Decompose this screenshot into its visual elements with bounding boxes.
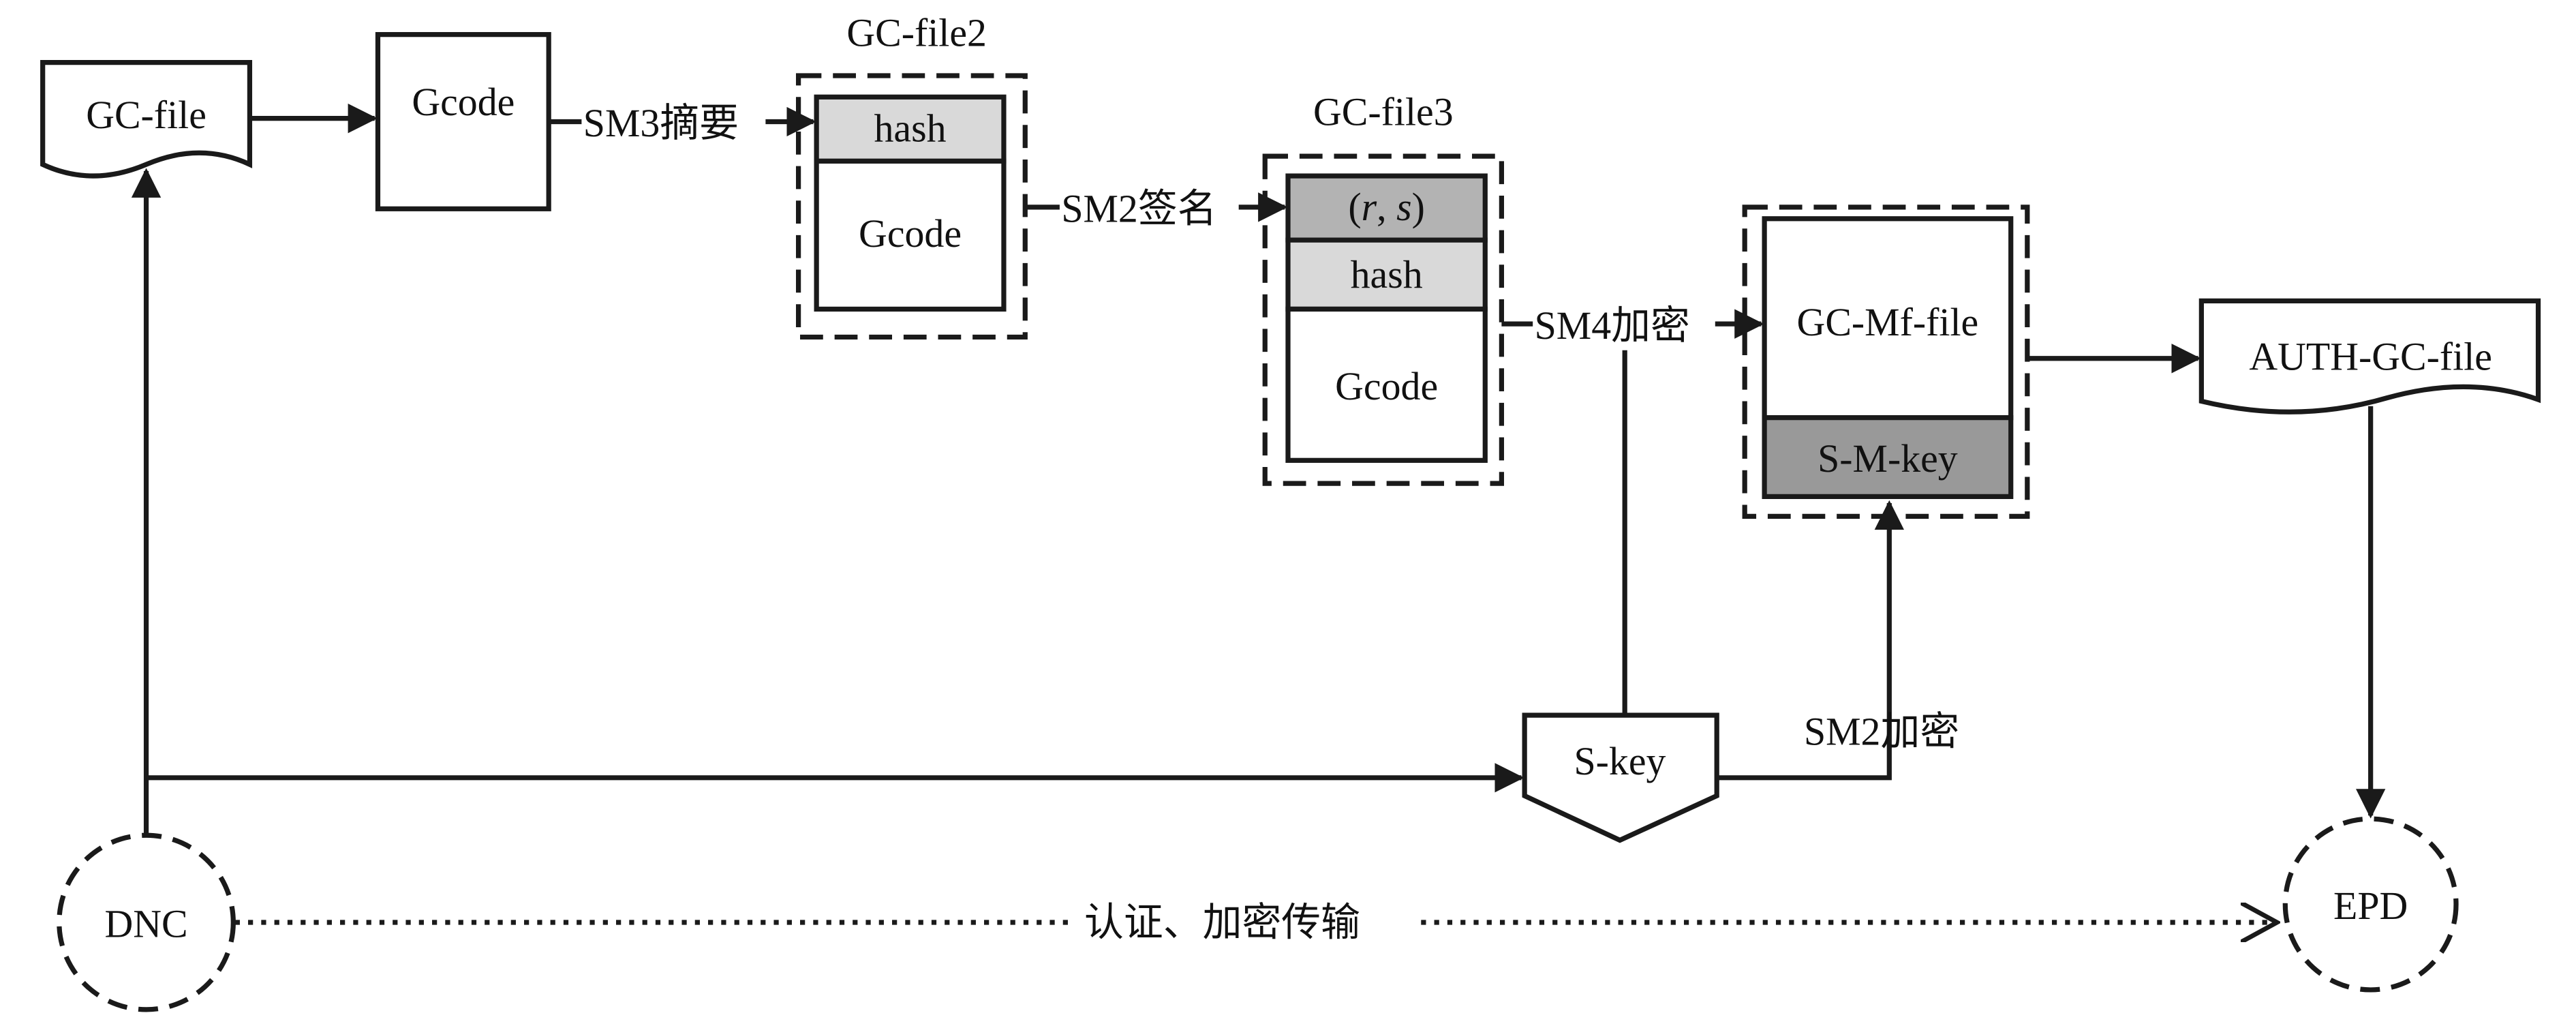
epd-node: EPD bbox=[2282, 816, 2459, 993]
s-m-key-cell bbox=[1762, 414, 2014, 499]
s-m-key-label: S-M-key bbox=[1818, 436, 1958, 481]
gc-file2-gcode-label: Gcode bbox=[859, 211, 962, 256]
s-key-label: S-key bbox=[1574, 739, 1666, 783]
epd-label: EPD bbox=[2333, 884, 2408, 928]
gcode-label: Gcode bbox=[412, 80, 515, 124]
gcode-node: Gcode bbox=[375, 32, 551, 211]
edge-sm2-sign-label: SM2签名 bbox=[1061, 187, 1216, 231]
dnc-node: DNC bbox=[57, 832, 236, 1012]
gc-file3-title: GC-file3 bbox=[1313, 89, 1454, 134]
gc-mf-file-label: GC-Mf-file bbox=[1797, 300, 1979, 344]
gc-file3-group: GC-file3 (r, s) hash Gcode bbox=[1262, 89, 1505, 486]
gc-file3-signature-label: (r, s) bbox=[1348, 185, 1425, 229]
gc-file3-gcode-label: Gcode bbox=[1335, 364, 1438, 408]
gc-file-label: GC-file bbox=[86, 93, 206, 137]
gc-file3-signature-cell bbox=[1285, 173, 1488, 243]
edge-sm3-label: SM3摘要 bbox=[583, 101, 739, 145]
edge-sm4-label: SM4加密 bbox=[1535, 303, 1690, 348]
auth-gc-file-label: AUTH-GC-file bbox=[2249, 335, 2492, 379]
auth-gc-file-node: AUTH-GC-file bbox=[2198, 298, 2541, 414]
dnc-label: DNC bbox=[104, 902, 187, 946]
gc-mf-file-cell bbox=[1762, 216, 2014, 421]
gc-file-node: GC-file bbox=[40, 60, 253, 179]
gc-mf-file-group: GC-Mf-file S-M-key bbox=[1742, 205, 2030, 519]
gc-file3-hash-cell bbox=[1285, 237, 1488, 312]
edge-sm2-enc-label: SM2加密 bbox=[1804, 710, 1959, 754]
gc-file2-group: GC-file2 hash Gcode bbox=[795, 11, 1028, 340]
edge-auth-transfer-label: 认证、加密传输 bbox=[1084, 900, 1360, 944]
gc-file2-hash-label: hash bbox=[874, 106, 947, 150]
edge-skey-smkey bbox=[1717, 500, 1905, 781]
gc-file3-gcode-cell bbox=[1285, 306, 1488, 463]
s-key-node: S-key bbox=[1522, 712, 1719, 843]
gc-file2-gcode-cell bbox=[814, 158, 1007, 312]
gc-file2-title: GC-file2 bbox=[846, 11, 987, 55]
gc-file3-hash-label: hash bbox=[1351, 252, 1423, 297]
